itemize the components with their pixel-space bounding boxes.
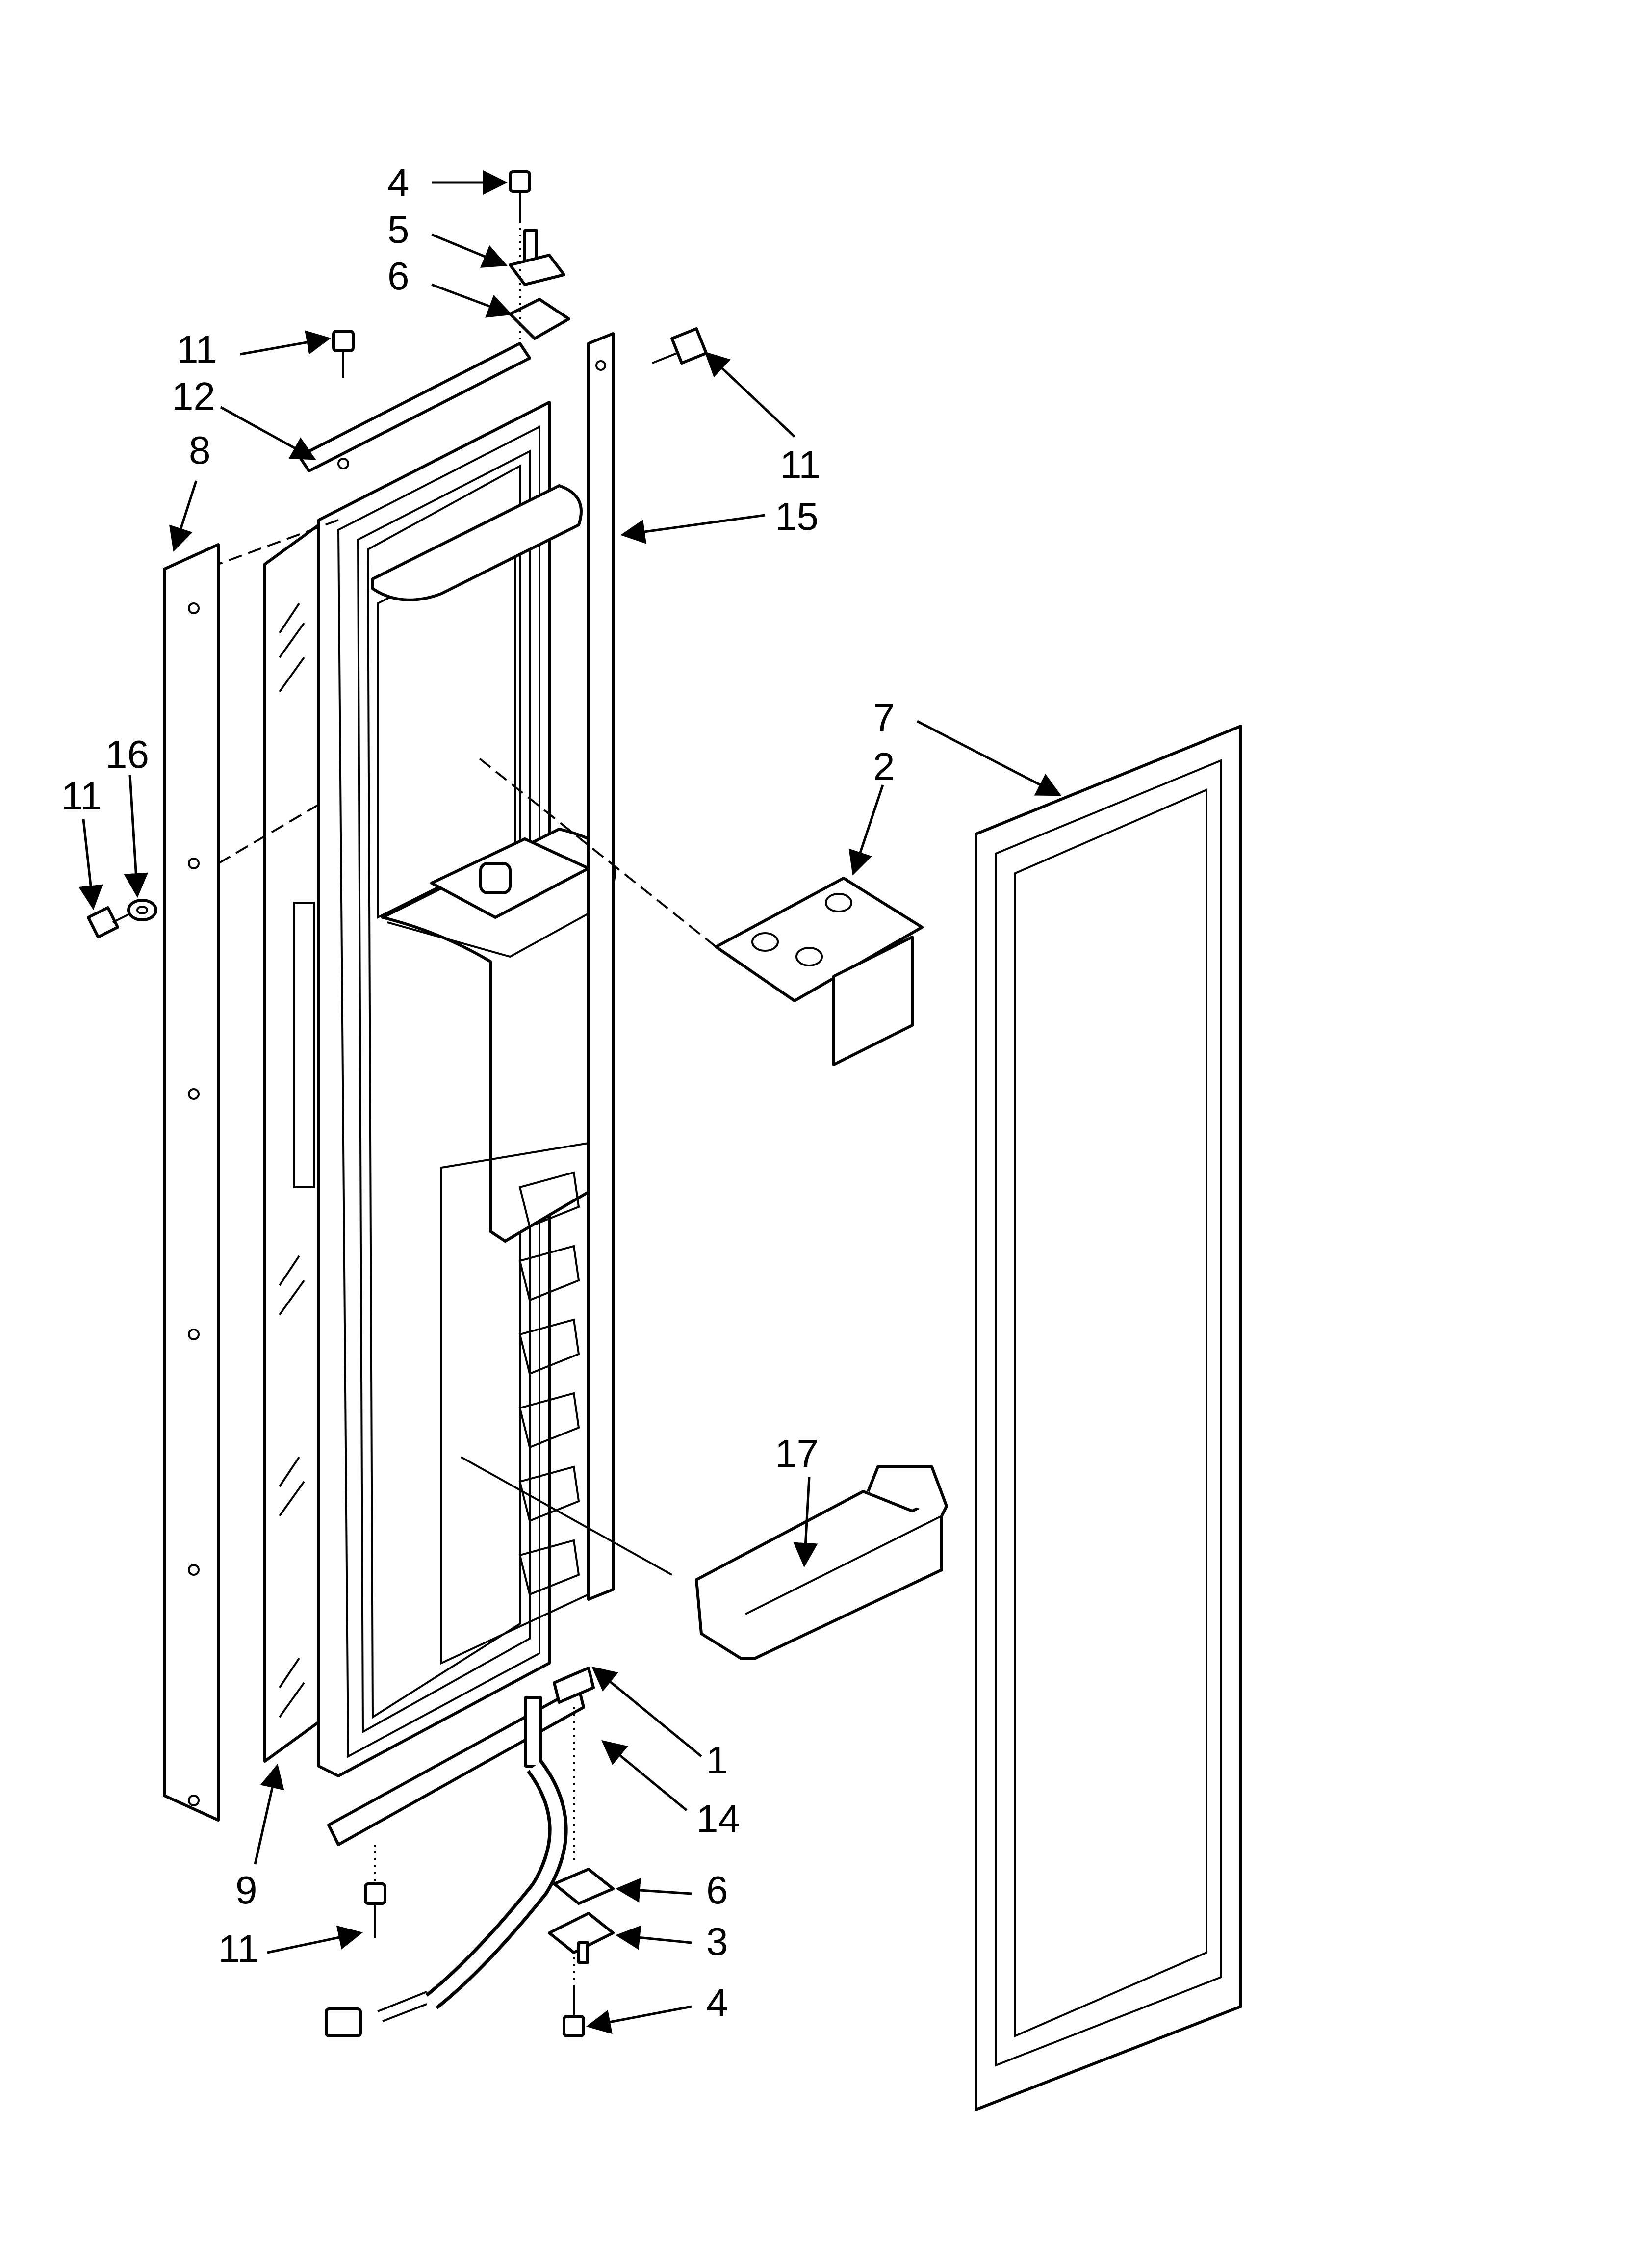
- callout-11-bottom: 11: [218, 1927, 259, 1971]
- callout-8: 8: [189, 428, 211, 472]
- callout-12: 12: [172, 374, 215, 418]
- part-17-door-bin: [695, 1465, 948, 1660]
- callout-9: 9: [235, 1868, 257, 1912]
- part-4-top-screw: [509, 170, 531, 221]
- callout-5: 5: [387, 208, 410, 251]
- callout-7: 7: [873, 696, 895, 739]
- part-8-trim-strip: [163, 543, 220, 1822]
- part-2-mounting-plate: [715, 877, 924, 1066]
- part-11-screw-top-right: [652, 327, 708, 365]
- callout-16: 16: [105, 732, 149, 776]
- part-11-screw-top-left: [332, 330, 355, 378]
- callout-6-top: 6: [387, 254, 410, 298]
- callout-3: 3: [706, 1920, 728, 1963]
- callout-6-bottom: 6: [706, 1868, 728, 1912]
- callout-17: 17: [775, 1432, 819, 1475]
- part-11-screw-left: [87, 906, 133, 938]
- part-6-top-shim: [509, 298, 570, 340]
- part-16-washer: [127, 899, 157, 921]
- part-4-bottom-screw: [563, 1987, 585, 2037]
- part-11-screw-bottom: [364, 1882, 386, 1938]
- part-12-top-bracket: [298, 342, 531, 472]
- callout-11-left: 11: [61, 774, 102, 818]
- part-9-panel: [263, 523, 320, 1763]
- callout-4-top: 4: [387, 161, 410, 205]
- callout-4-bottom: 4: [706, 1981, 728, 2025]
- wire-harness: [325, 1696, 568, 2037]
- leader-lines: [78, 170, 1062, 2034]
- assembly-guides: [217, 221, 717, 1987]
- part-14-bottom-bracket: [327, 1667, 595, 1846]
- callout-15: 15: [775, 495, 819, 538]
- part-6-bottom-shim: [553, 1868, 615, 1905]
- callout-1: 1: [706, 1738, 728, 1782]
- callout-2: 2: [873, 745, 895, 788]
- part-1-door-frame: [317, 401, 616, 1777]
- part-3-bottom-hinge: [548, 1912, 615, 1964]
- callout-14: 14: [696, 1797, 740, 1841]
- part-15-trim-strip: [587, 332, 615, 1601]
- part-7-door-gasket: [975, 725, 1242, 2111]
- part-5-top-hinge-pin: [509, 229, 565, 286]
- callout-11-top-left: 11: [177, 328, 217, 371]
- callout-labels: 4 5 6 11 12 8 11 15 7 2 16 11 17 1 14 9 …: [61, 161, 895, 2025]
- callout-11-top-right: 11: [780, 443, 821, 487]
